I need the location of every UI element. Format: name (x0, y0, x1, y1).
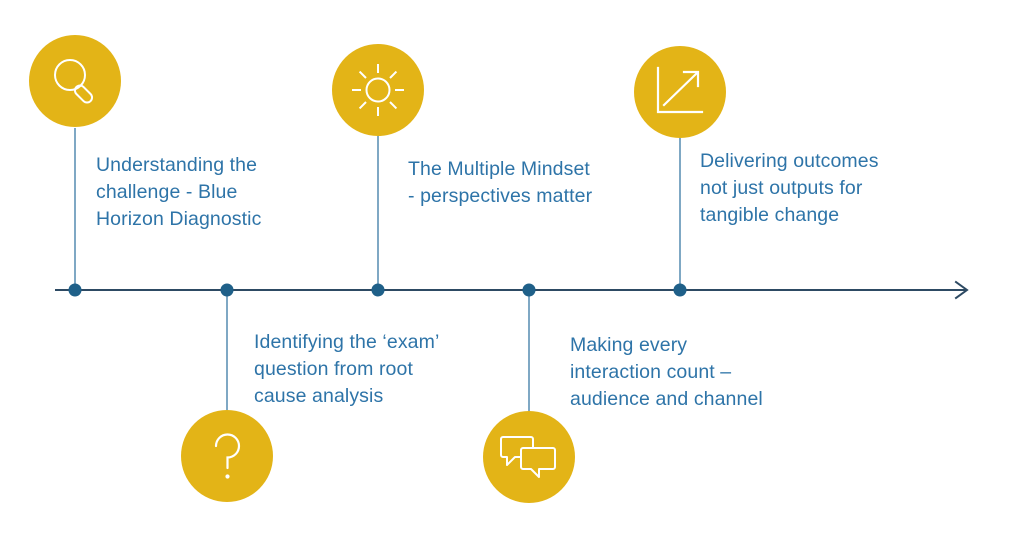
question-mark-icon (199, 426, 255, 486)
sun-icon (349, 61, 407, 119)
timeline-arrow-icon (950, 280, 970, 300)
connector-step-4 (528, 291, 530, 411)
connector-step-1 (74, 128, 76, 290)
step-1-label: Understanding the challenge - Blue Horiz… (96, 154, 262, 230)
step-3-label: The Multiple Mindset - perspectives matt… (408, 158, 593, 207)
step-5-label: Delivering outcomes not just outputs for… (700, 150, 879, 226)
timeline-axis-line (55, 289, 967, 291)
magnifier-icon (47, 53, 103, 109)
connector-step-2 (226, 291, 228, 410)
step-2-icon-badge (181, 410, 273, 502)
growth-chart-icon (652, 64, 708, 120)
step-1-milestone-dot (68, 283, 82, 297)
step-4-icon-badge (483, 411, 575, 503)
step-2-milestone-dot (220, 283, 234, 297)
step-3-icon-badge (332, 44, 424, 136)
step-3-milestone-dot (371, 283, 385, 297)
step-4-milestone-dot (522, 283, 536, 297)
step-5-icon-badge (634, 46, 726, 138)
step-2-label: Identifying the ‘exam’ question from roo… (254, 331, 440, 407)
connector-step-5 (679, 138, 681, 290)
chat-bubbles-icon (499, 432, 559, 482)
connector-step-3 (377, 136, 379, 290)
step-5-milestone-dot (673, 283, 687, 297)
step-4-label: Making every interaction count – audienc… (570, 334, 763, 410)
step-1-icon-badge (29, 35, 121, 127)
